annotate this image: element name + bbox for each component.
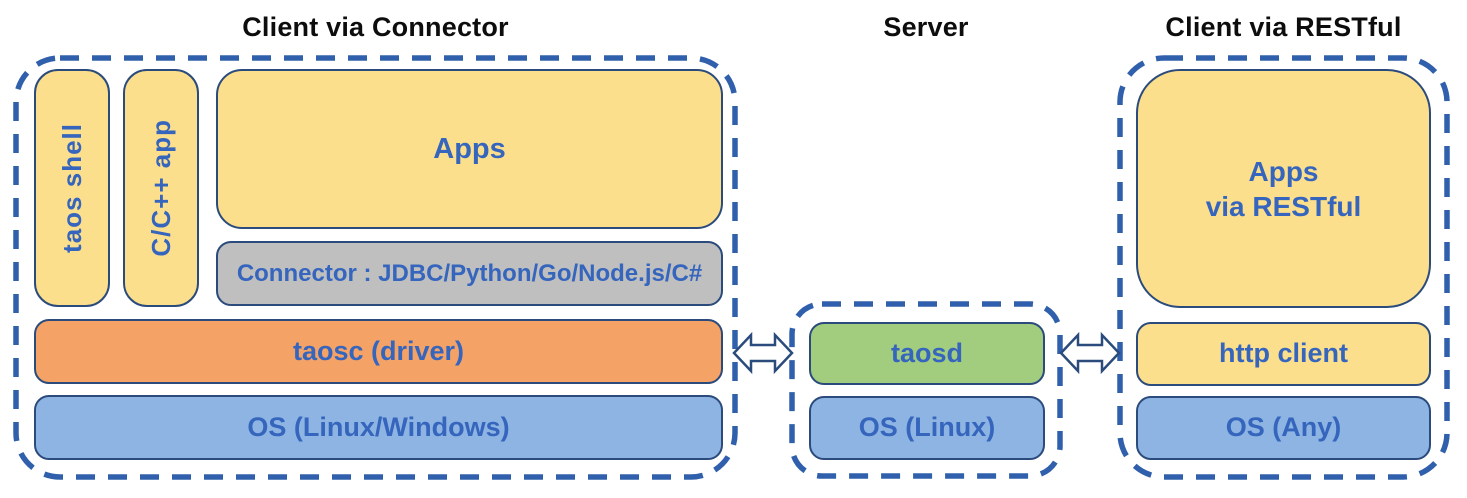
apps-label: Apps [433,132,506,165]
c-cpp-app-box: C/C++ app [123,69,199,307]
os-linux-box: OS (Linux) [809,396,1045,460]
server-boundary [789,301,1063,479]
c-cpp-app-label: C/C++ app [145,119,176,257]
apps-via-restful-box: Apps via RESTful [1136,69,1431,308]
client-connector-boundary [13,55,738,480]
taosc-driver-label: taosc (driver) [292,335,465,366]
apps-via-restful-label-line1: Apps [1248,155,1319,187]
double-arrow-icon [1059,331,1121,375]
http-client-label: http client [1219,338,1348,369]
group-title-client-restful: Client via RESTful [1165,12,1402,42]
taos-shell-label: taos shell [56,123,87,253]
apps-via-restful-label-line2: via RESTful [1205,190,1362,222]
group-title-client-connector: Client via Connector [242,12,509,42]
taosc-driver-box: taosc (driver) [34,319,723,384]
apps-box: Apps [216,69,723,229]
taosd-label: taosd [890,337,963,368]
os-any-label: OS (Any) [1225,412,1342,443]
taos-shell-box: taos shell [34,69,110,307]
connector-label: Connector : JDBC/Python/Go/Node.js/C# [236,259,703,287]
os-linux-windows-box: OS (Linux/Windows) [34,395,723,460]
double-arrow-icon [732,331,794,375]
group-title-server: Server [883,12,969,42]
os-linux-label: OS (Linux) [858,412,996,443]
os-linux-windows-label: OS (Linux/Windows) [247,411,510,442]
connector-box: Connector : JDBC/Python/Go/Node.js/C# [216,241,723,306]
taosd-box: taosd [809,322,1045,385]
http-client-box: http client [1136,322,1431,386]
os-any-box: OS (Any) [1136,396,1431,460]
